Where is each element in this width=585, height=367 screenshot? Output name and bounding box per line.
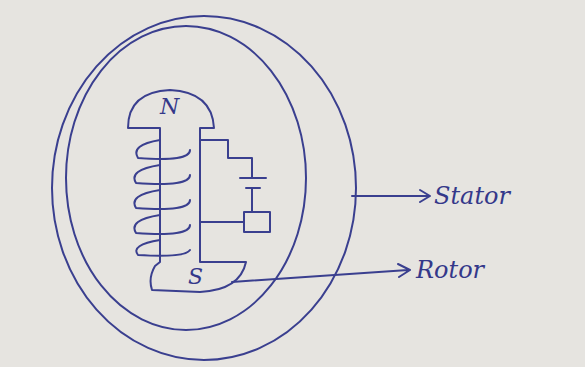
rotor-armature (128, 90, 246, 292)
stator-leader (352, 190, 430, 202)
stator-inner-circle (66, 26, 306, 330)
coil-winding (134, 140, 190, 256)
pole-label: S (188, 266, 203, 288)
rotor-leader (232, 264, 410, 282)
wire (200, 140, 252, 178)
pole-label: N (160, 96, 179, 118)
part-label: Stator (434, 184, 510, 208)
stator-outer-circle (52, 16, 356, 360)
battery-symbol (240, 178, 266, 188)
part-label: Rotor (416, 258, 484, 282)
switch-box (200, 188, 270, 232)
